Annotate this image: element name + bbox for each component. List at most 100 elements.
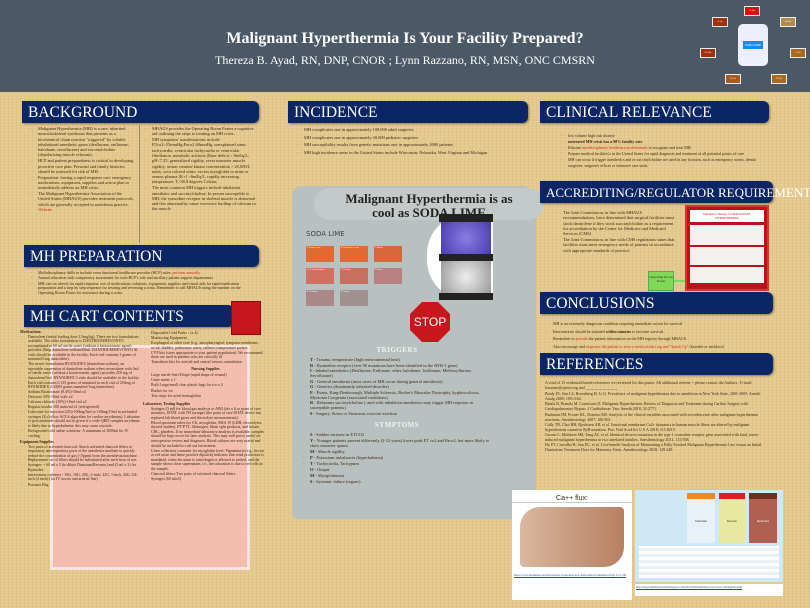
cart-item: The newer formulation RYANODEX (dantrole… [20,362,140,389]
trigger-item: E - Evans, King-Denborough, Multiple Scl… [302,390,492,400]
reference-item: Burkman JM, Posner KL, Domino KB. Analys… [545,411,758,422]
item-letter: G [310,384,314,390]
item-text: Surgery, Stress or Strenuous exercise ex… [316,410,397,416]
cart-item: Dantrolene (initial loading dose 2.5mg/k… [20,335,140,362]
background-item: MHAUS provides the Operating Room Poster… [144,126,256,137]
item-letter: O [310,467,314,473]
calcium-flux-figure: Ca++ flux: https://www.slideshare.net/mo… [512,490,632,600]
cycle-item: M- Mus [780,17,796,27]
preparation-item-highlight: perform annually [172,270,201,275]
incidence-item: MH susceptibility results from genetic m… [296,141,531,148]
item-text: Potassium imbalances (hyperkalemia) [316,455,384,461]
website-link[interactable]: Website [38,206,53,212]
trigger-tag: R- Ryanodine receptor [340,246,368,262]
conclusion-item-text: Remember to [553,336,576,341]
cart-item: Two pairs of activated charcoal. Attach … [20,445,140,463]
trigger-tag: G- Genetics [340,268,368,284]
trigger-tag: R- Relaxants [306,290,334,306]
mh-cart-icon [231,301,261,335]
reference-item: Brady JE, Sun LS, Rosenberg H, Li G. Pre… [545,391,761,402]
trigger-tag: I- Inhaled [374,246,402,262]
section-heading-cart: MH CART CONTENTS [24,305,234,327]
conclusion-item-text: to increase survival. [631,328,665,334]
section-heading-references: REFERENCES [540,353,773,375]
background-item: Preparation: having a rapid response car… [30,175,135,191]
section-heading-accrediting: ACCREDITING/REGULATOR REQUIREMENTS [540,181,810,203]
conclusion-item: Remember to provide the patient informat… [545,335,770,342]
section-heading-conclusions: CONCLUSIONS [540,292,773,314]
item-text: Muscle rigidity [317,449,345,455]
item-text: Genetics (dominantly inherited disorder) [317,384,389,390]
symptom-item: P - Potassium imbalances (hyperkalemia) [302,455,492,461]
reference-item: A total of 15 evidenced based references… [545,380,753,391]
nursing-supplies-label: Nursing Supplies [191,366,220,371]
callout-arrow-icon [674,280,685,282]
cart-item: Both Large/small clear plastic bags for … [143,383,268,388]
cart-item: Calcium chloride (10%)-10ml vial x2 [20,400,140,405]
cart-item: Syringes -- 60 ml x 5 (to dilute Dantriu… [20,463,140,472]
trigger-item: G - General anesthesia (most cases of MH… [302,379,492,384]
conclusion-item-highlight: provide [575,336,588,341]
operating-room-poster-callout: Operating Room Poster [648,271,674,291]
soda-lime-panel: Malignant Hyperthermia is as cool as SOD… [292,186,544,519]
item-letter: R [310,362,314,368]
ca-flux-diagram [520,507,624,567]
item-letter: S [310,432,313,438]
conclusion-item-text: Also encourage and [553,343,586,349]
cart-item: Monitoring Equipment [143,336,268,341]
item-letter: T [310,357,313,363]
column-divider [139,125,140,243]
item-text: Sudden increase in ETCO2 [316,432,365,438]
trigger-item: R - Ryanodine receptor (over 90 mutation… [302,363,492,368]
clinical-item-highlight: interdisciplinary healthcare professiona… [581,145,648,150]
accrediting-item: The Joint Commission, in line with CMS r… [555,237,675,253]
symptom-item: S - Systemic failure (organs) [302,478,492,485]
conclusions-list: MH is an extremely dangerous condition r… [545,320,770,350]
trigger-item: T - Trauma, temperature (high environmen… [302,357,492,362]
cart-item: Urine meter x 1 [143,378,268,383]
cart-item: Dextrose 50%-50ml vials x2 [20,395,140,400]
preparation-list: Multidisciplinary drills to include cros… [30,270,256,296]
trigger-item: G - Genetics (dominantly inherited disor… [302,384,492,389]
item-text: Younger patients present differently (2-… [310,438,490,449]
cycle-item: S- Sud [744,6,760,16]
cart-item: Esophageal or other core (e.g., nasophar… [143,341,268,350]
item-text: Evans, King-Denborough, Multiple Scleros… [310,389,480,400]
conclusion-item-text: the patient information on the MH regist… [587,336,687,341]
preparation-item-text: Multidisciplinary drills to include cros… [38,270,173,275]
triggers-list: T - Trauma, temperature (high environmen… [302,357,492,416]
stop-sign-icon: STOP [410,302,450,342]
cart-item: CVP kits (sizes appropriate to your pati… [143,351,268,360]
item-text: Relaxants succinylcholine ( used with in… [310,400,474,411]
ca-flux-source-link[interactable]: https://www.slideshare.net/mordorius1/ry… [514,573,626,577]
vials-source-link[interactable]: http://hyperthermiajournal.blogspot.com/… [635,584,783,596]
cart-item: Charcoal filters-Two pairs of activated … [143,472,268,477]
cart-item: Syringes (3 ml) for blood gas analysis o… [143,407,268,421]
clinical-item: low volume high risk disease [560,133,770,139]
trigger-tag: T- Trauma, temp [306,246,334,262]
item-letter: S [310,478,313,484]
poster-title: Malignant Hyperthermia Is Your Facility … [226,30,584,47]
section-heading-incidence: INCIDENCE [288,101,528,123]
item-letter: M [310,472,315,478]
incidence-list: MH complicates one in approximately 100,… [296,126,531,156]
lab-supplies-label: Laboratory Testing Supplies [143,402,191,407]
dantrolene-vials-figure: Dantrium Revonto Ryanodex [635,490,783,582]
cart-col1: Medications: Dantrolene (initial loading… [20,330,140,488]
symptom-item: Y - Younger patients present differently… [302,438,492,449]
background-item: The Malignant Hyperthermia Association o… [30,191,135,212]
cart-item: Intravenous catheters - 16G, 18G, 20G, 2… [20,473,140,482]
background-col2: MHAUS provides the Operating Room Poster… [144,126,256,212]
clinical-item: MH can occur if trigger anesthetics and … [560,157,770,168]
background-item: MH symptoms' manifestations include ETco… [144,137,256,185]
clinical-list: low volume high risk disease untreated M… [560,133,770,169]
clinical-item: Educate interdisciplinary healthcare pro… [560,145,770,151]
symptom-item: M - Myoglobinuria [302,472,492,479]
cart-col2: Disposable Cold Packs - (x 4) Monitoring… [143,331,268,482]
soda-lime-canister-image [427,214,493,300]
cart-item: Pressure Bag [20,483,140,488]
soda-lime-cycle-graphic: S- Sud M- Mus P- Pot T- Tach O- Out M- M… [700,4,808,90]
conclusion-item: MH is an extremely dangerous condition r… [545,320,770,327]
conclusion-item: Also encourage and empower the patient t… [545,343,770,350]
references-list: A total of 15 evidenced based references… [545,380,770,452]
